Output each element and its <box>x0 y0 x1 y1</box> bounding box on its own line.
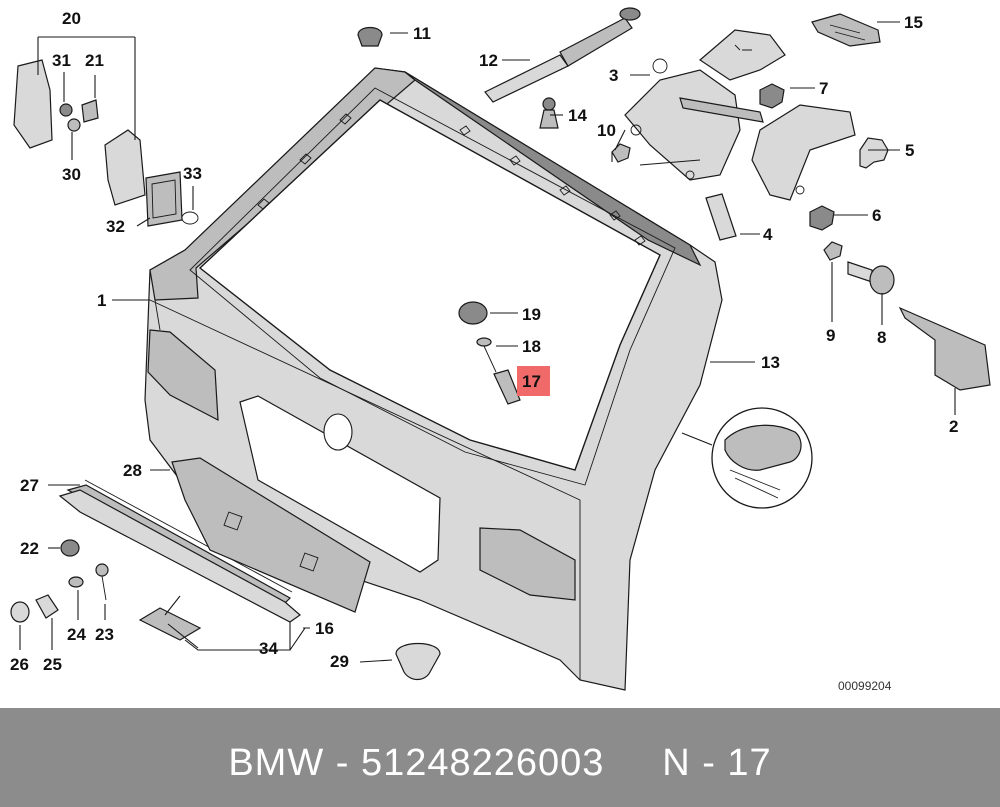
nut-22 <box>60 539 80 557</box>
gas-strut-12 <box>484 7 641 103</box>
footer-bar: BMW - 51248226003 N - 17 <box>0 708 1000 807</box>
callout-2: 2 <box>949 417 958 436</box>
washer-24 <box>68 576 84 588</box>
pin-8 <box>847 261 895 295</box>
callout-25: 25 <box>43 655 62 674</box>
callout-30: 30 <box>62 165 81 184</box>
seal-detail-inset <box>681 407 813 509</box>
bolt-5 <box>859 137 889 169</box>
screw-18 <box>476 337 497 373</box>
callout-29: 29 <box>330 652 349 671</box>
screw-23 <box>95 563 109 601</box>
bracket-2 <box>898 306 991 391</box>
part-number-caption: BMW - 51248226003 N - 17 <box>228 742 772 784</box>
lower-trim-16 <box>58 489 301 623</box>
callout-13: 13 <box>761 353 780 372</box>
callout-5: 5 <box>905 141 914 160</box>
callout-34: 34 <box>259 639 278 658</box>
callout-10: 10 <box>597 121 616 140</box>
callout-15: 15 <box>904 13 923 32</box>
callout-28: 28 <box>123 461 142 480</box>
clip-9 <box>823 241 843 261</box>
plate-light-34 <box>138 607 202 641</box>
bracket-group-20 <box>13 59 199 227</box>
callout-19: 19 <box>522 305 541 324</box>
diagram-code: 00099204 <box>838 679 892 693</box>
nut-6 <box>809 205 835 231</box>
license-plate-holder-28 <box>171 457 371 613</box>
callout-27: 27 <box>20 476 39 495</box>
callout-4: 4 <box>763 225 773 244</box>
highlight-box-17 <box>517 366 550 396</box>
callout-3: 3 <box>609 66 618 85</box>
callout-23: 23 <box>95 625 114 644</box>
callout-8: 8 <box>877 328 886 347</box>
plug-19 <box>458 301 488 325</box>
tailgate-shell <box>144 67 723 691</box>
leader-lines <box>19 21 956 663</box>
callout-7: 7 <box>819 79 828 98</box>
grommet-29 <box>395 643 441 681</box>
callout-18: 18 <box>522 337 541 356</box>
callout-17: 17 <box>522 372 541 391</box>
cap-26 <box>10 601 30 623</box>
callout-20: 20 <box>62 9 81 28</box>
bolt-25 <box>35 594 59 619</box>
callout-1: 1 <box>97 291 106 310</box>
cap-11 <box>357 26 383 47</box>
shim-4 <box>705 193 737 241</box>
callout-21: 21 <box>85 51 104 70</box>
callout-labels: 1 2 3 4 5 6 7 8 9 10 11 12 13 14 15 16 1… <box>10 9 958 693</box>
callout-32: 32 <box>106 217 125 236</box>
bracket-15 <box>811 13 881 47</box>
ball-stud-14 <box>539 97 559 129</box>
parts-diagram: 1 2 3 4 5 6 7 8 9 10 11 12 13 14 15 16 1… <box>10 7 991 693</box>
callout-33: 33 <box>183 164 202 183</box>
callout-31: 31 <box>52 51 71 70</box>
callout-9: 9 <box>826 326 835 345</box>
callout-24: 24 <box>67 625 86 644</box>
rivet-17 <box>493 369 521 405</box>
nut-7 <box>759 83 785 109</box>
callout-16: 16 <box>315 619 334 638</box>
clip-10 <box>611 143 631 163</box>
hinge-assembly <box>624 29 856 201</box>
callout-12: 12 <box>479 51 498 70</box>
callout-11: 11 <box>413 24 431 43</box>
callout-26: 26 <box>10 655 29 674</box>
callout-14: 14 <box>568 106 587 125</box>
callout-6: 6 <box>872 206 881 225</box>
callout-22: 22 <box>20 539 39 558</box>
